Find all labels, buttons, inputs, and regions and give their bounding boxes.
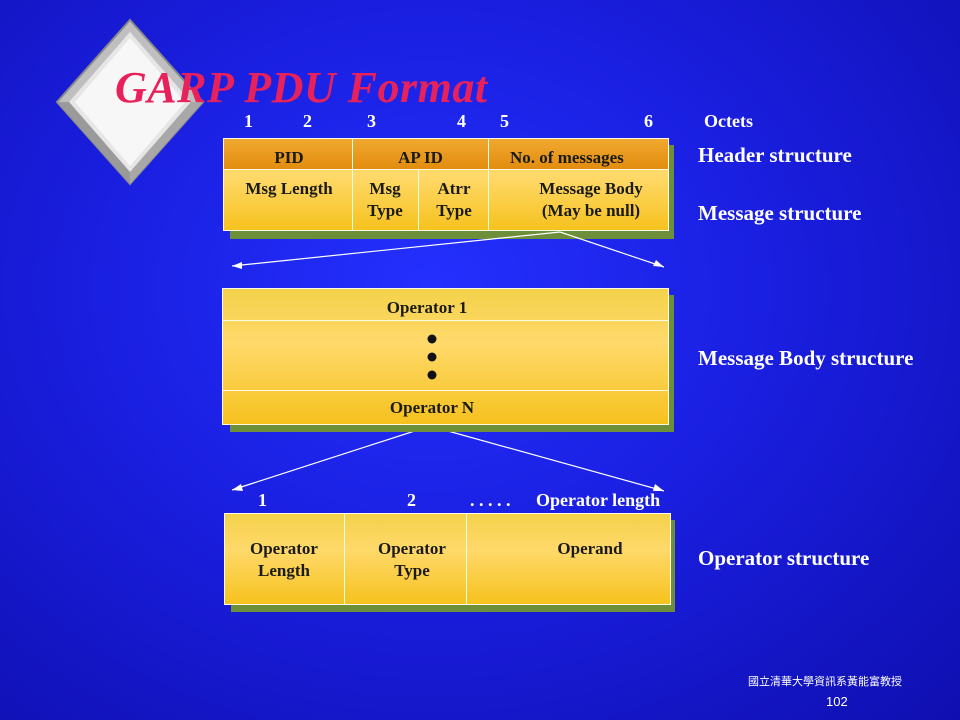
page-number: 102 [826,694,848,709]
octet-4: 4 [457,111,466,131]
body-box [222,288,669,425]
footer-institution: 國立清華大學資訊系黃能富教授 [748,675,902,688]
divider [344,513,345,605]
operator-octet-dots: . . . . . [470,490,511,510]
operand-cell: Operand [557,539,623,558]
operator-type-cell: Operator Type [378,539,446,580]
vertical-ellipsis-icon [427,334,437,380]
header-row [224,139,668,169]
page-title: GARP PDU Format [115,63,488,112]
pid-cell: PID [274,148,304,167]
msg-type-cell: Msg Type [367,179,403,220]
octet-5: 5 [500,111,509,131]
message-body-cell: Message Body (May be null) [539,179,643,220]
divider [222,390,669,391]
octet-2: 2 [303,111,312,131]
operator-octet-2: 2 [407,490,416,510]
operator-box [224,513,671,605]
octet-1: 1 [244,111,253,131]
attr-type-cell: Atrr Type [436,179,472,220]
octets-unit-label: Octets [704,111,753,131]
num-messages-cell: No. of messages [510,148,624,167]
operator-length-label: Operator length [536,490,661,510]
msg-length-cell: Msg Length [245,179,333,198]
diamond-logo-icon [55,18,205,186]
octet-3: 3 [367,111,376,131]
divider [352,139,353,231]
operator-first-cell: Operator 1 [386,298,468,317]
operator-octet-1: 1 [258,490,267,510]
operator-structure-label: Operator structure [698,546,870,570]
octet-6: 6 [644,111,653,131]
ap-id-cell: AP ID [398,148,443,167]
header-row-divider [224,169,668,170]
divider [466,513,467,605]
message-body-structure-label: Message Body structure [698,346,914,370]
header-structure-label: Header structure [698,143,852,167]
operator-last-cell: Operator N [389,398,475,417]
operator-length-cell: Operator Length [250,539,318,580]
divider [488,139,489,231]
divider [418,170,419,231]
divider [222,320,669,321]
message-structure-label: Message structure [698,201,862,225]
